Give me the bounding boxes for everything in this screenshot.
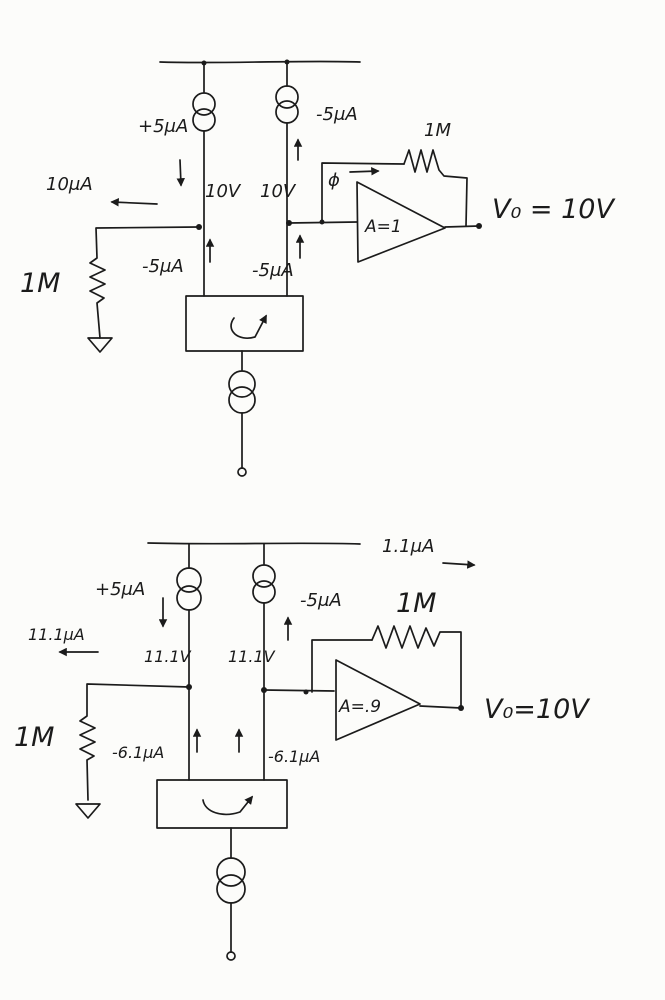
bottom-circuit: 1.1μA +5μA -5μA 1M 11.1μA 11.1V 11.1V A=…	[14, 536, 591, 961]
top-supply-rail	[159, 60, 361, 64]
top-amp-input-label: ϕ	[328, 170, 340, 191]
top-ground-icon	[87, 337, 113, 353]
top-left-node-voltage: 10V	[205, 181, 242, 202]
bottom-left-source-current: +5μA	[95, 579, 145, 600]
top-amplifier-icon	[356, 181, 446, 263]
top-right-node-voltage: 10V	[260, 181, 297, 202]
top-output-voltage: V₀ = 10V	[492, 194, 616, 225]
bottom-injected-current: 1.1μA	[382, 536, 434, 557]
top-current-mirror-icon	[185, 295, 304, 477]
top-feedback-resistor-label: 1M	[424, 120, 451, 141]
bottom-load-resistor-icon	[79, 683, 190, 801]
bottom-amplifier-icon	[335, 659, 421, 741]
top-right-source-current: -5μA	[316, 104, 358, 125]
top-load-resistor-icon	[89, 226, 200, 339]
bottom-left-node-voltage: 11.1V	[144, 647, 192, 666]
bottom-load-resistor-label: 1M	[14, 722, 54, 753]
bottom-right-source-current: -5μA	[300, 590, 342, 611]
top-right-branch-current: -5μA	[252, 260, 294, 281]
top-load-resistor-label: 1M	[20, 268, 60, 299]
bottom-amp-gain: A=.9	[338, 697, 381, 717]
bottom-right-node-voltage: 11.1V	[228, 647, 276, 666]
bottom-left-current-source-icon	[176, 543, 202, 781]
top-left-current-source-icon	[192, 62, 216, 297]
bottom-supply-rail	[147, 542, 361, 545]
top-amp-gain: A=1	[364, 217, 402, 237]
bottom-output-current: 11.1μA	[28, 625, 85, 644]
top-left-source-current: +5μA	[138, 116, 188, 137]
top-circuit: +5μA -5μA 1M 10μA 10V 10V ϕ A=1 V₀ = 10V…	[20, 59, 616, 477]
top-right-current-source-icon	[275, 61, 299, 297]
bottom-feedback-resistor-label: 1M	[396, 588, 436, 619]
bottom-output-voltage: V₀=10V	[484, 694, 591, 725]
bottom-feedback-resistor-icon	[371, 625, 462, 709]
bottom-left-branch-current: -6.1μA	[112, 743, 164, 762]
top-feedback-resistor-icon	[403, 149, 468, 227]
top-left-branch-current: -5μA	[142, 256, 184, 277]
bottom-current-mirror-icon	[156, 779, 288, 961]
bottom-right-branch-current: -6.1μA	[268, 747, 320, 766]
top-output-current: 10μA	[46, 174, 93, 195]
bottom-ground-icon	[75, 803, 101, 819]
